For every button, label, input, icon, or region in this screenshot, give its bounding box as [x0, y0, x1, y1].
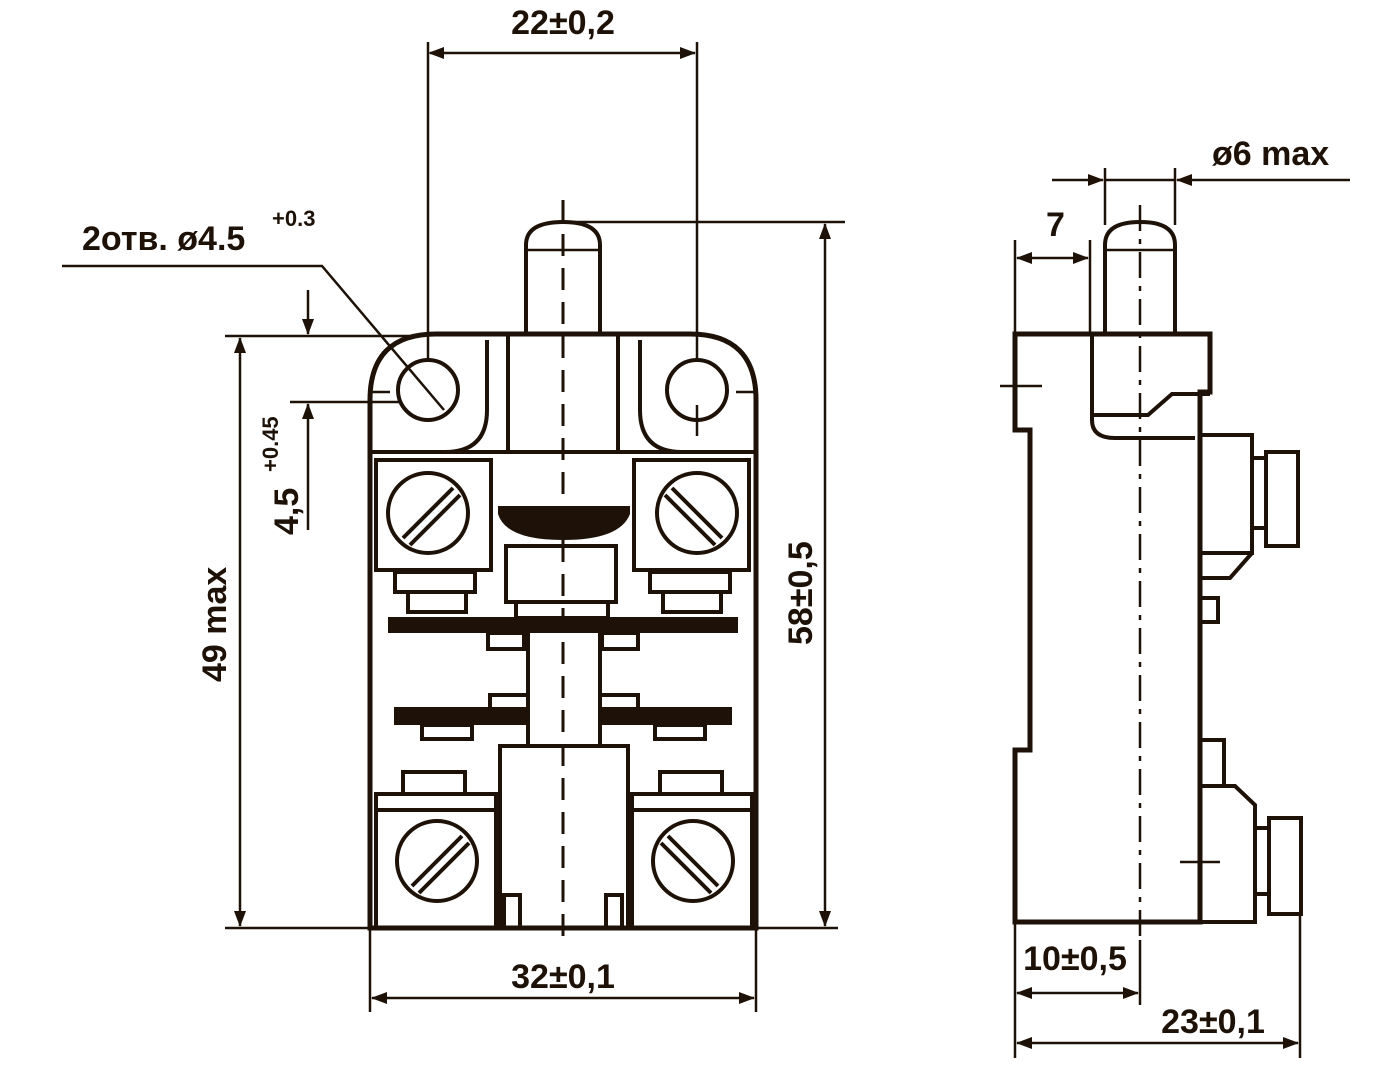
dim-base-width: 32±0,1 — [511, 958, 615, 996]
dim-total-height: 58±0,5 — [782, 541, 820, 645]
dim-plunger-offset: 7 — [1046, 206, 1065, 244]
front-body-outline — [367, 331, 759, 931]
screw-bottom-right — [651, 819, 735, 903]
dim-top-width: 22±0,2 — [511, 4, 615, 42]
contact-bridge-lower — [394, 707, 732, 725]
dim-holes-tolerance: +0.3 — [272, 206, 315, 231]
front-dimensions: 22±0,2 2отв. ø4.5 +0.3 4,5 +0.45 49 max … — [62, 4, 845, 1012]
dim-holes-label: 2отв. ø4.5 — [82, 220, 245, 258]
side-view — [1000, 205, 1303, 940]
side-button-upper — [1198, 433, 1254, 555]
front-view — [367, 200, 759, 940]
dim-plunger-diameter: ø6 max — [1212, 135, 1329, 173]
side-body-outline — [1012, 331, 1213, 925]
dim-hole-offset-tolerance: +0.45 — [258, 416, 283, 472]
dim-body-height: 49 max — [196, 567, 234, 682]
side-terminal-lower — [1200, 784, 1257, 924]
dim-hole-offset: 4,5 — [268, 488, 306, 535]
screw-bottom-left — [395, 819, 479, 903]
side-dimensions: ø6 max 7 10±0,5 23±0,1 — [1013, 135, 1350, 1058]
dim-depth-total: 23±0,1 — [1161, 1003, 1265, 1041]
screw-top-right — [655, 471, 739, 555]
screw-top-left — [386, 471, 470, 555]
dim-depth-partial: 10±0,5 — [1023, 940, 1127, 978]
